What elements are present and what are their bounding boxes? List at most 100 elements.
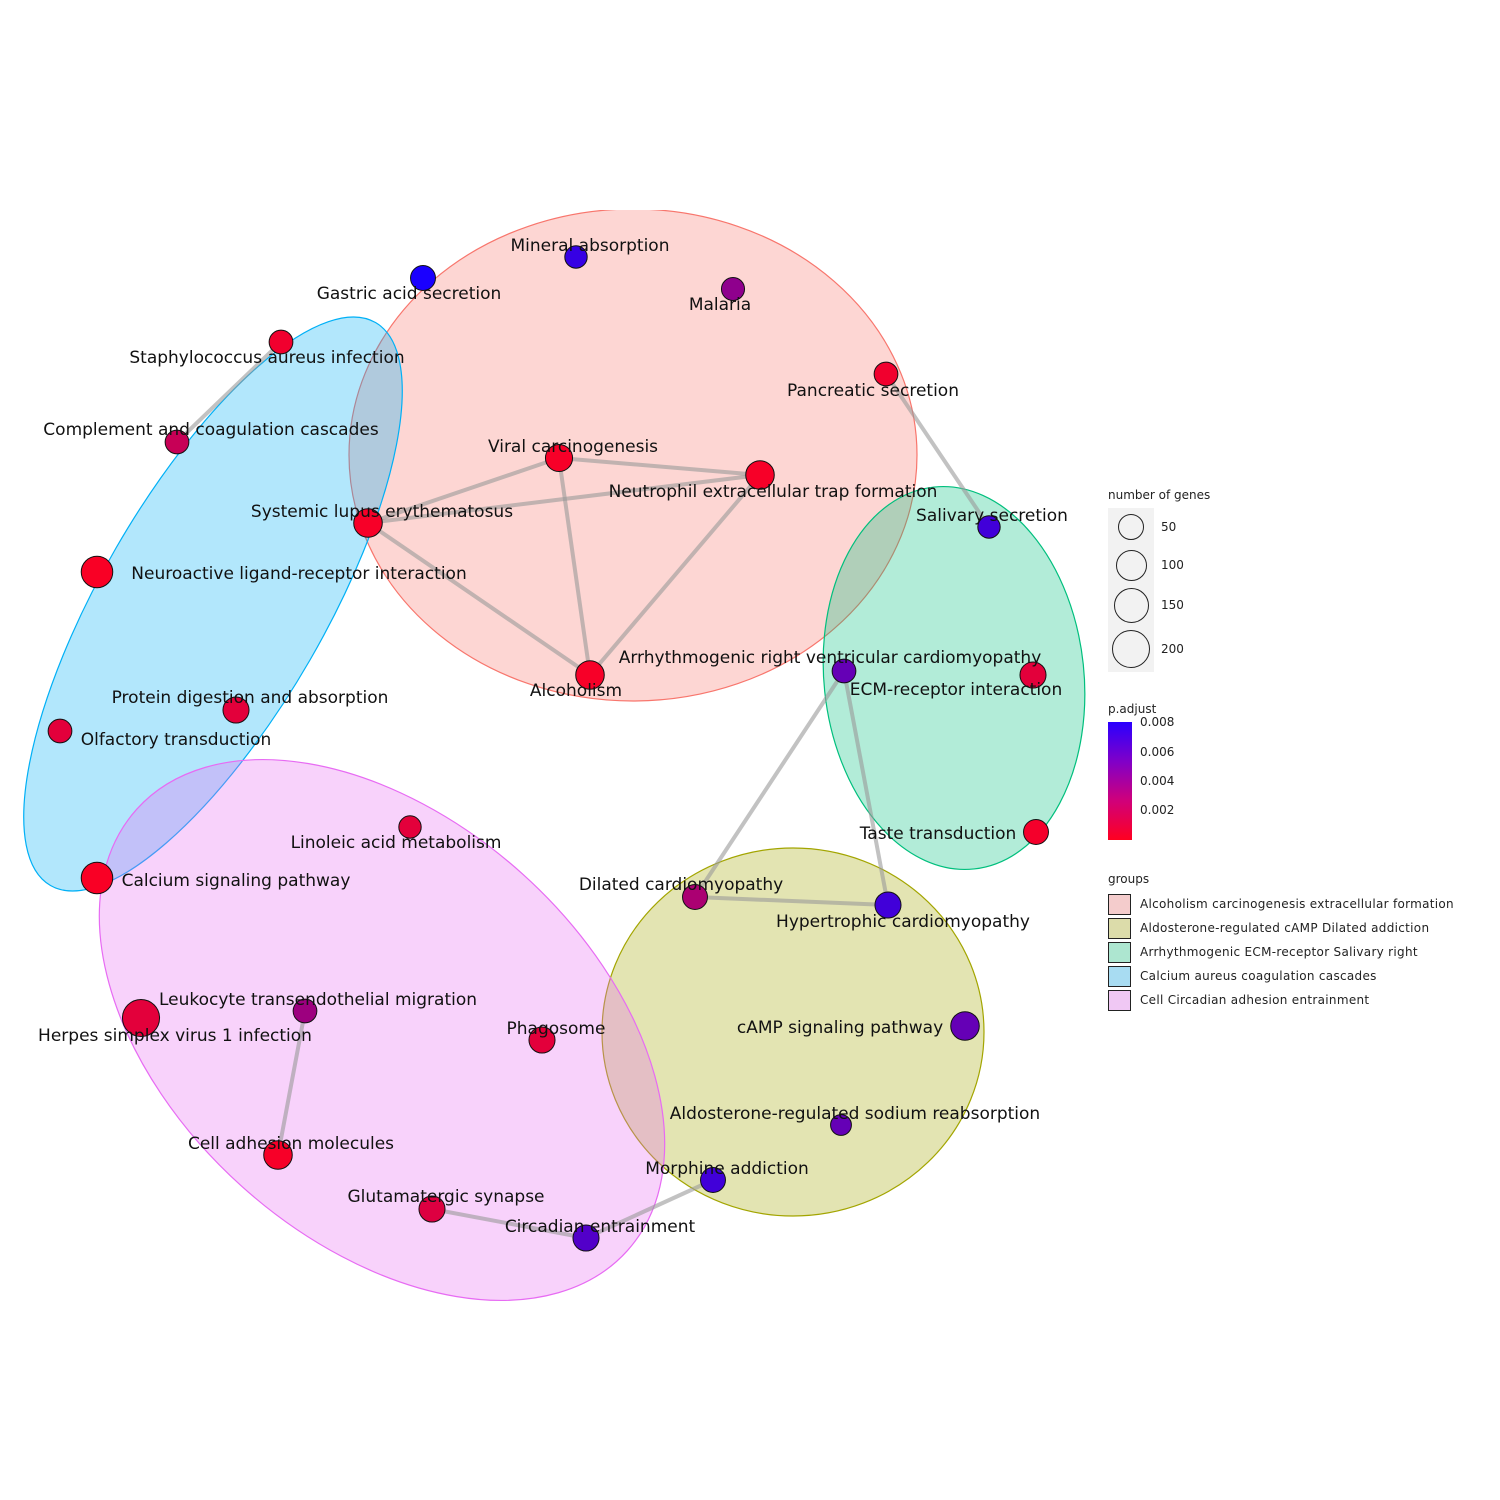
pathway-node[interactable] — [47, 718, 73, 744]
pathway-node[interactable] — [1019, 661, 1047, 689]
network-edge — [557, 457, 592, 676]
size-circle — [1113, 587, 1149, 623]
group-item: Cell Circadian adhesion entrainment — [1108, 988, 1454, 1012]
pathway-node[interactable] — [831, 658, 857, 684]
pathway-node[interactable] — [977, 515, 1001, 539]
groups-legend-title: groups — [1108, 872, 1150, 886]
pathway-node[interactable] — [410, 265, 436, 291]
color-tick: 0.008 — [1140, 715, 1175, 729]
size-label: 150 — [1161, 598, 1184, 612]
pathway-label: Gastric acid secretion — [317, 284, 502, 304]
group-item: Aldosterone-regulated cAMP Dilated addic… — [1108, 916, 1454, 940]
size-circle — [1118, 514, 1144, 540]
network-edge — [842, 670, 890, 906]
pathway-label: ECM-receptor interaction — [850, 680, 1062, 700]
pathway-label: Pancreatic secretion — [787, 381, 959, 401]
pathway-label: Herpes simplex virus 1 infection — [38, 1026, 312, 1046]
pathway-node[interactable] — [544, 443, 574, 473]
group-hull-calcium — [23, 316, 403, 892]
group-label: Calcium aureus coagulation cascades — [1140, 969, 1377, 983]
pathway-node[interactable] — [121, 998, 161, 1038]
size-label: 50 — [1161, 520, 1177, 534]
legend: number of genes 50 100 150 200 p.adjust … — [1108, 488, 1454, 1012]
pathway-node[interactable] — [80, 861, 114, 895]
pathway-label: Systemic lupus erythematosus — [251, 502, 513, 522]
groups-legend: Alcoholism carcinogenesis extracellular … — [1108, 892, 1454, 1012]
pathway-label: Leukocyte transendothelial migration — [159, 990, 477, 1010]
pathway-node[interactable] — [268, 329, 294, 355]
network-edge — [366, 521, 592, 677]
pathway-node[interactable] — [398, 815, 422, 839]
pathway-label: Hypertrophic cardiomyopathy — [776, 912, 1030, 932]
pathway-node[interactable] — [830, 1114, 852, 1136]
group-item: Arrhythmogenic ECM-receptor Salivary rig… — [1108, 940, 1454, 964]
pathway-label: Neutrophil extracellular trap formation — [609, 482, 938, 502]
network-edge — [175, 340, 283, 444]
group-label: Alcoholism carcinogenesis extracellular … — [1140, 897, 1454, 911]
pathway-node[interactable] — [874, 891, 902, 919]
pathway-node[interactable] — [745, 460, 775, 490]
pathway-node[interactable] — [80, 555, 114, 589]
network-edge — [694, 895, 889, 907]
pathway-node[interactable] — [353, 508, 383, 538]
size-legend: 50 100 150 200 — [1108, 508, 1184, 672]
group-swatch — [1108, 917, 1131, 939]
group-swatch — [1108, 941, 1131, 963]
pathway-node[interactable] — [575, 660, 605, 690]
color-bar: 0.008 0.006 0.004 0.002 — [1108, 715, 1174, 840]
pathway-label: Linoleic acid metabolism — [291, 833, 502, 853]
network-edge — [276, 1010, 307, 1156]
pathway-node[interactable] — [700, 1167, 726, 1193]
network-edge — [588, 473, 762, 677]
pathway-label: Staphylococcus aureus infection — [129, 348, 404, 368]
color-tick: 0.006 — [1140, 745, 1175, 759]
pathway-node[interactable] — [263, 1140, 293, 1170]
color-legend-title: p.adjust — [1108, 702, 1157, 716]
network-edge — [367, 473, 761, 525]
group-item: Calcium aureus coagulation cascades — [1108, 964, 1454, 988]
group-label: Cell Circadian adhesion entrainment — [1140, 993, 1370, 1007]
pathway-node[interactable] — [292, 998, 318, 1024]
group-swatch — [1108, 989, 1131, 1011]
pathway-node[interactable] — [682, 884, 708, 910]
group-swatch — [1108, 965, 1131, 987]
pathway-node[interactable] — [950, 1011, 980, 1041]
color-tick: 0.002 — [1140, 803, 1175, 817]
color-tick: 0.004 — [1140, 774, 1175, 788]
pathway-node[interactable] — [720, 276, 746, 302]
pathway-node[interactable] — [572, 1224, 600, 1252]
pathway-label: Calcium signaling pathway — [122, 871, 351, 891]
pathway-node[interactable] — [418, 1195, 446, 1223]
pathway-label: Glutamatergic synapse — [347, 1187, 544, 1207]
size-circle — [1115, 549, 1147, 581]
pathway-label: Morphine addiction — [645, 1159, 809, 1179]
group-item: Alcoholism carcinogenesis extracellular … — [1108, 892, 1454, 916]
pathway-label: Salivary secretion — [916, 506, 1068, 526]
network-edge — [431, 1207, 587, 1240]
pathway-label: Dilated cardiomyopathy — [579, 875, 783, 895]
pathway-node[interactable] — [1023, 819, 1049, 845]
pathway-label: Arrhythmogenic right ventricular cardiom… — [619, 648, 1042, 668]
pathway-label: Protein digestion and absorption — [112, 688, 389, 708]
pathway-label: Aldosterone-regulated sodium reabsorptio… — [670, 1104, 1040, 1124]
pathway-node[interactable] — [564, 245, 588, 269]
pathway-label: Olfactory transduction — [81, 730, 272, 750]
pathway-label: Neuroactive ligand-receptor interaction — [131, 564, 466, 584]
pathway-label: Cell adhesion molecules — [188, 1134, 394, 1154]
pathway-node[interactable] — [528, 1026, 556, 1054]
pathway-label: Mineral absorption — [511, 236, 670, 256]
pathway-node[interactable] — [164, 429, 190, 455]
network-edge — [884, 372, 991, 529]
group-label: Arrhythmogenic ECM-receptor Salivary rig… — [1140, 945, 1418, 959]
pathway-label: Circadian entrainment — [505, 1217, 696, 1237]
pathway-label: Taste transduction — [859, 824, 1017, 844]
network-edge — [585, 1178, 714, 1240]
pathway-node[interactable] — [873, 361, 899, 387]
pathway-node[interactable] — [222, 696, 250, 724]
pathway-label: cAMP signaling pathway — [737, 1018, 943, 1038]
network-edge — [367, 456, 560, 525]
group-hull-cell — [98, 759, 666, 1301]
network-edge — [558, 456, 761, 477]
group-hull-aldosterone — [601, 847, 985, 1217]
